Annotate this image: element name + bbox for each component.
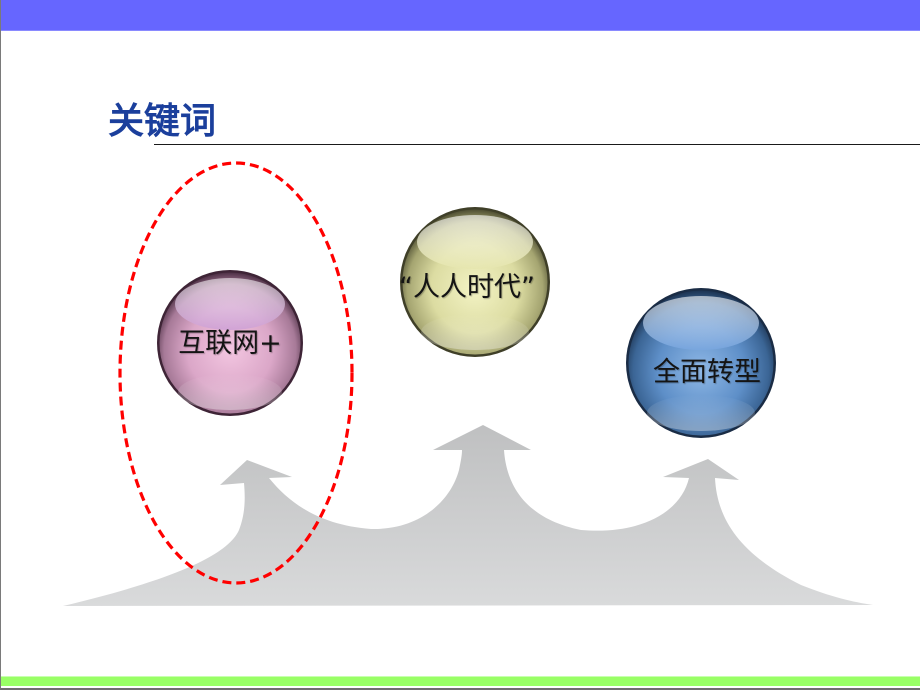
top-accent-bar: [1, 0, 920, 31]
keyword-label-full-transformation: 全面转型: [653, 357, 761, 388]
keyword-sphere-full-transformation: [626, 288, 776, 438]
keyword-label-everyone-era: “人人时代”: [399, 272, 535, 303]
keyword-sphere-internet-plus: [157, 270, 303, 416]
growth-arrows-shape: [63, 425, 873, 606]
highlight-dashed-ellipse: [118, 161, 354, 585]
bottom-accent-bar: [1, 676, 920, 686]
title-underline: [154, 144, 920, 145]
keyword-sphere-everyone-era: [400, 207, 550, 357]
slide-title: 关键词: [108, 101, 217, 142]
keyword-label-internet-plus: 互联网+: [178, 328, 282, 359]
